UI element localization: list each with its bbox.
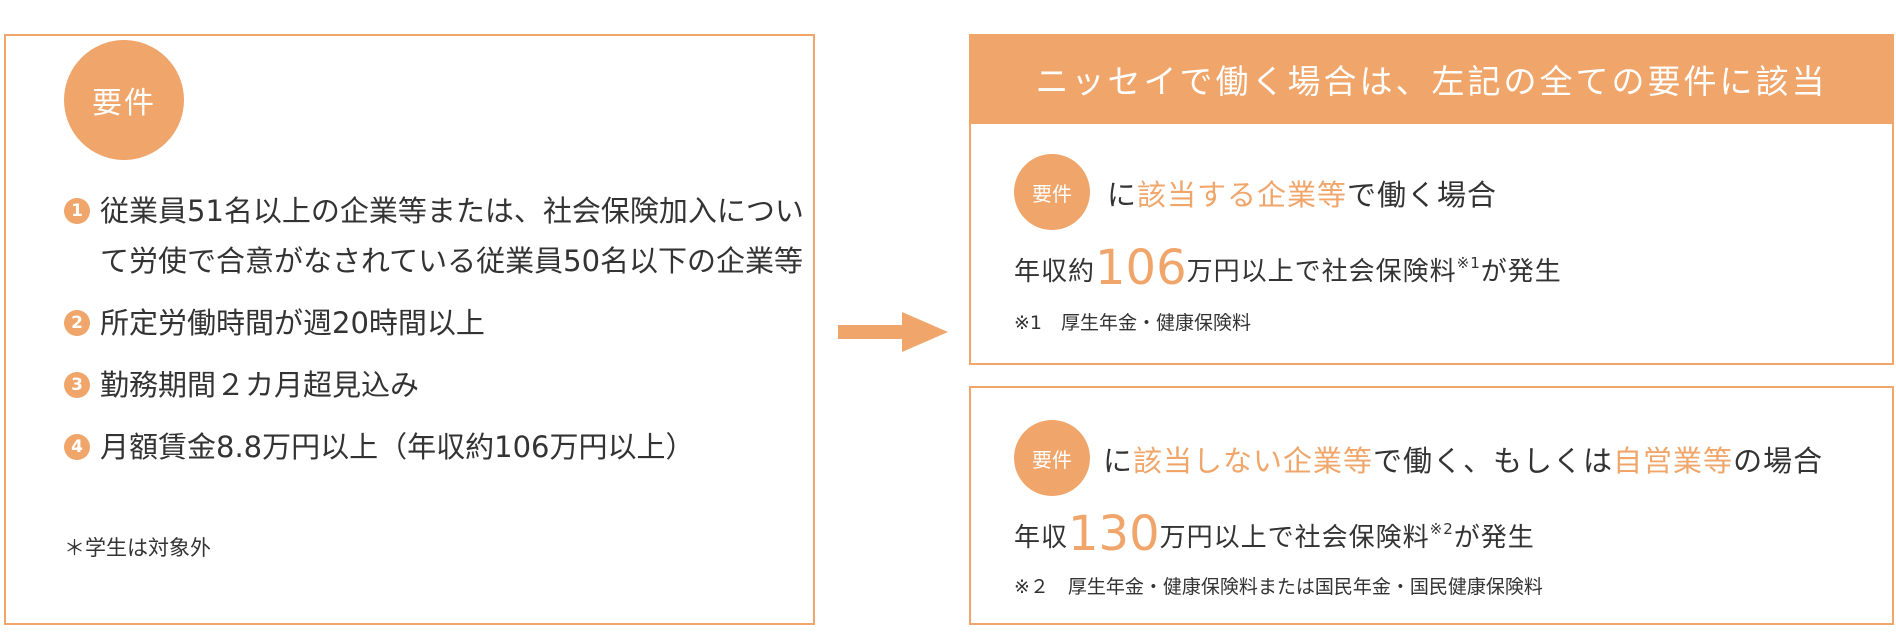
case-applicable-title: に該当する企業等で働く場合: [1107, 178, 1498, 212]
requirement-item-3: 3 勤務期間２カ月超見込み: [64, 360, 804, 410]
requirement-text-2: 所定労働時間が週20時間以上: [100, 306, 485, 340]
requirement-item-2: 2 所定労働時間が週20時間以上: [64, 298, 804, 348]
highlight-text: 自営業等: [1613, 444, 1734, 478]
requirement-text-4: 月額賃金8.8万円以上（年収約106万円以上）: [100, 430, 695, 464]
number-badge-2: 2: [64, 310, 90, 336]
requirements-badge: 要件: [64, 40, 184, 160]
student-exclusion-note: ＊学生は対象外: [64, 536, 211, 560]
income-threshold-130: 年収130万円以上で社会保険料※2が発生: [1014, 506, 1535, 562]
requirements-badge-small: 要件: [1014, 154, 1090, 230]
right-arrow-icon: [838, 312, 948, 352]
requirements-box: 要件 1 従業員51名以上の企業等または、社会保険加入について労使で合意がなされ…: [4, 34, 815, 625]
requirements-list: 1 従業員51名以上の企業等または、社会保険加入について労使で合意がなされている…: [64, 186, 804, 484]
highlight-text: 該当する企業等: [1137, 178, 1348, 212]
highlight-text: 該当しない企業等: [1133, 444, 1374, 478]
number-badge-4: 4: [64, 434, 90, 460]
footnote-2: ※２ 厚生年金・健康保険料または国民年金・国民健康保険料: [1014, 576, 1543, 598]
requirement-item-4: 4 月額賃金8.8万円以上（年収約106万円以上）: [64, 422, 804, 472]
case-applicable-box: 要件 に該当する企業等で働く場合 年収約106万円以上で社会保険料※1が発生 ※…: [969, 122, 1894, 365]
number-badge-1: 1: [64, 198, 90, 224]
number-badge-3: 3: [64, 372, 90, 398]
nissay-header: ニッセイで働く場合は、左記の全ての要件に該当: [969, 34, 1894, 124]
requirement-text-1: 従業員51名以上の企業等または、社会保険加入について労使で合意がなされている従業…: [100, 194, 804, 278]
requirements-badge-small: 要件: [1014, 420, 1090, 496]
case-not-applicable-title: に該当しない企業等で働く、もしくは自営業等の場合: [1103, 444, 1824, 478]
income-threshold-106: 年収約106万円以上で社会保険料※1が発生: [1014, 240, 1562, 296]
footnote-1: ※1 厚生年金・健康保険料: [1014, 312, 1252, 334]
case-not-applicable-box: 要件 に該当しない企業等で働く、もしくは自営業等の場合 年収130万円以上で社会…: [969, 386, 1894, 625]
requirement-text-3: 勤務期間２カ月超見込み: [100, 368, 420, 402]
income-number: 130: [1068, 506, 1160, 562]
requirement-item-1: 1 従業員51名以上の企業等または、社会保険加入について労使で合意がなされている…: [64, 186, 804, 286]
income-number: 106: [1095, 240, 1187, 296]
